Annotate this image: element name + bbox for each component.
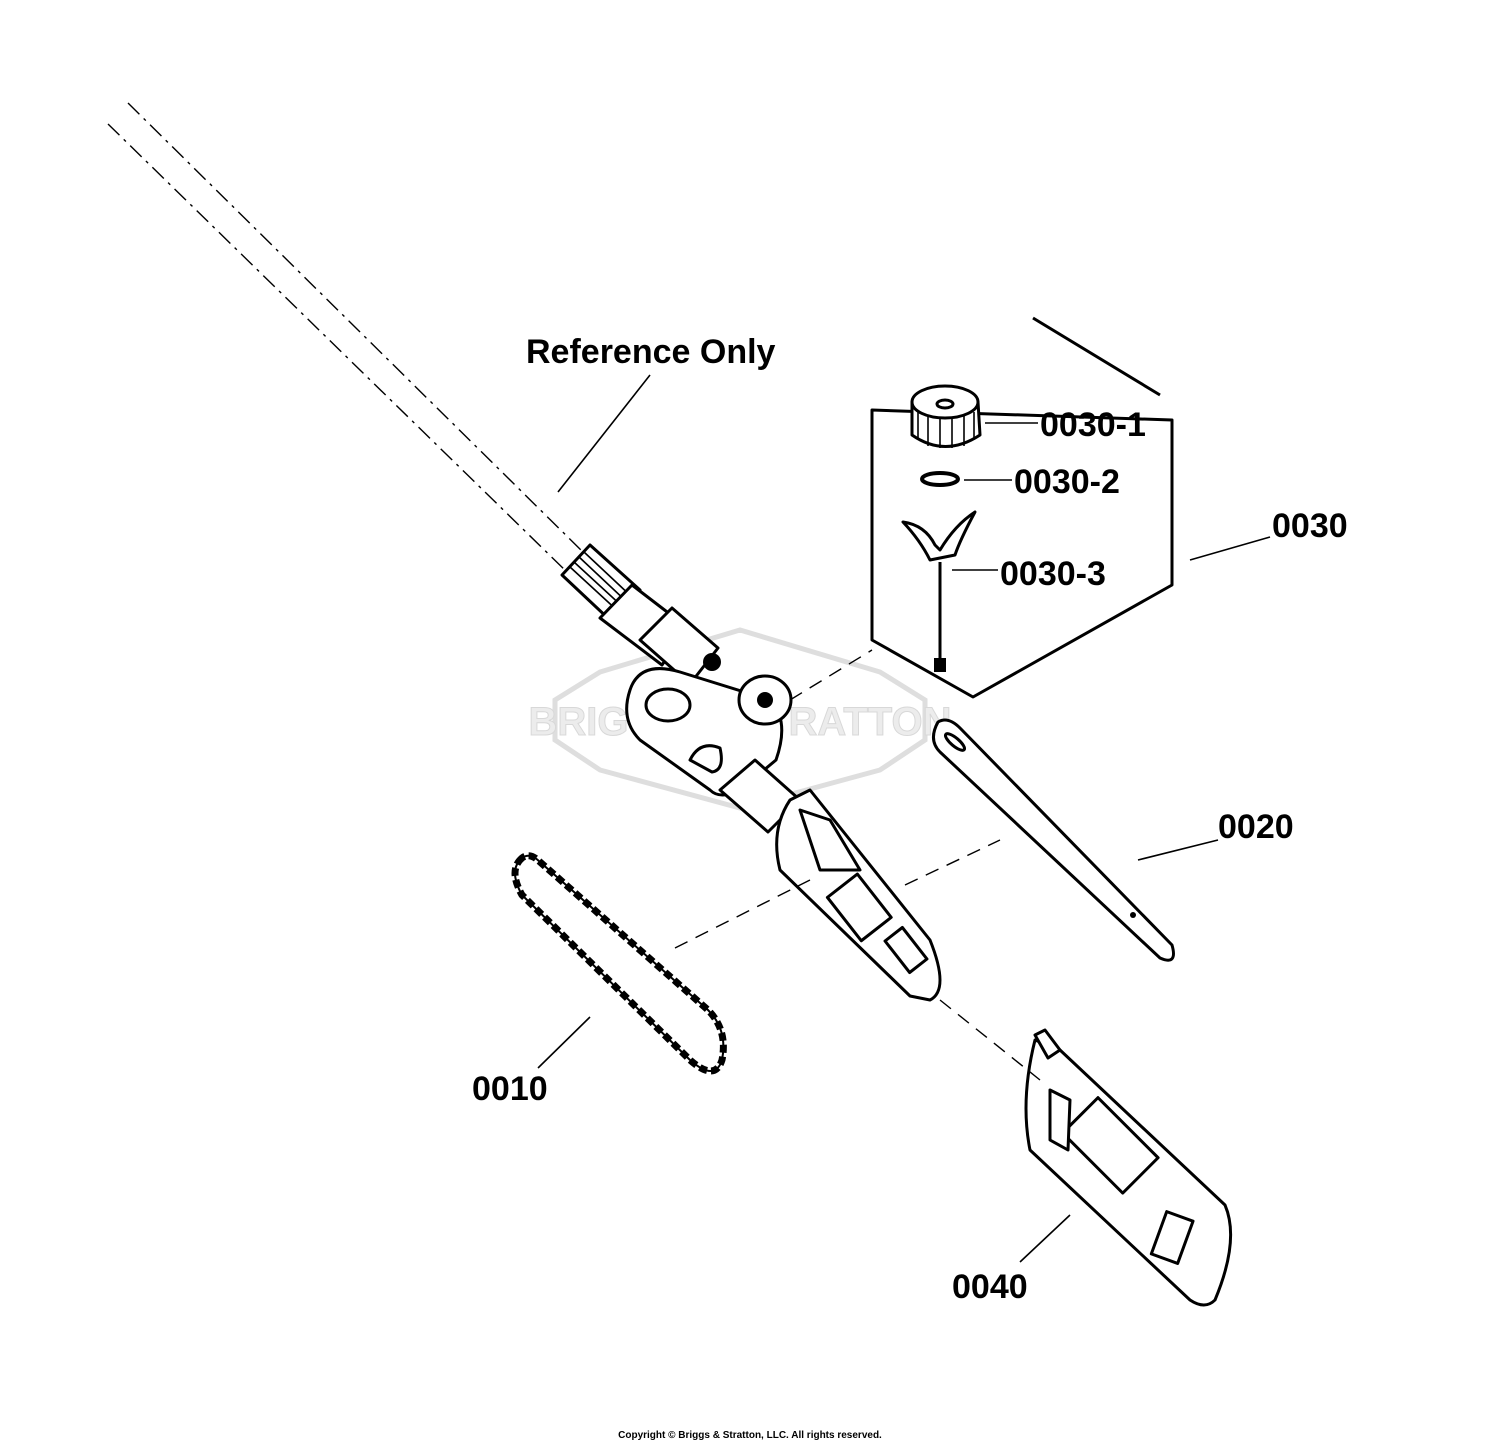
label-0030-2: 0030-2 (1014, 463, 1120, 501)
label-0030-3: 0030-3 (1000, 555, 1106, 593)
pole-shaft (107, 102, 587, 576)
gasket-icon (920, 471, 960, 487)
oil-filter-pickup-icon (901, 510, 977, 672)
label-0010: 0010 (472, 1070, 548, 1108)
leader-lines (537, 374, 1271, 1263)
fuel-cap-icon (910, 384, 982, 448)
label-reference-only: Reference Only (526, 333, 776, 371)
copyright-notice: Copyright © Briggs & Stratton, LLC. All … (618, 1430, 882, 1441)
scabbard-cover-icon (1024, 1028, 1233, 1307)
label-0030-1: 0030-1 (1040, 406, 1146, 444)
kit-0030-outline (870, 316, 1174, 699)
saw-chain-icon (511, 852, 727, 1075)
label-0030: 0030 (1272, 507, 1348, 545)
label-0040: 0040 (952, 1268, 1028, 1306)
guide-bar-icon (932, 718, 1175, 962)
assembly-lines (674, 649, 1041, 1081)
label-0020: 0020 (1218, 808, 1294, 846)
pole-saw-head-icon (560, 543, 942, 1002)
